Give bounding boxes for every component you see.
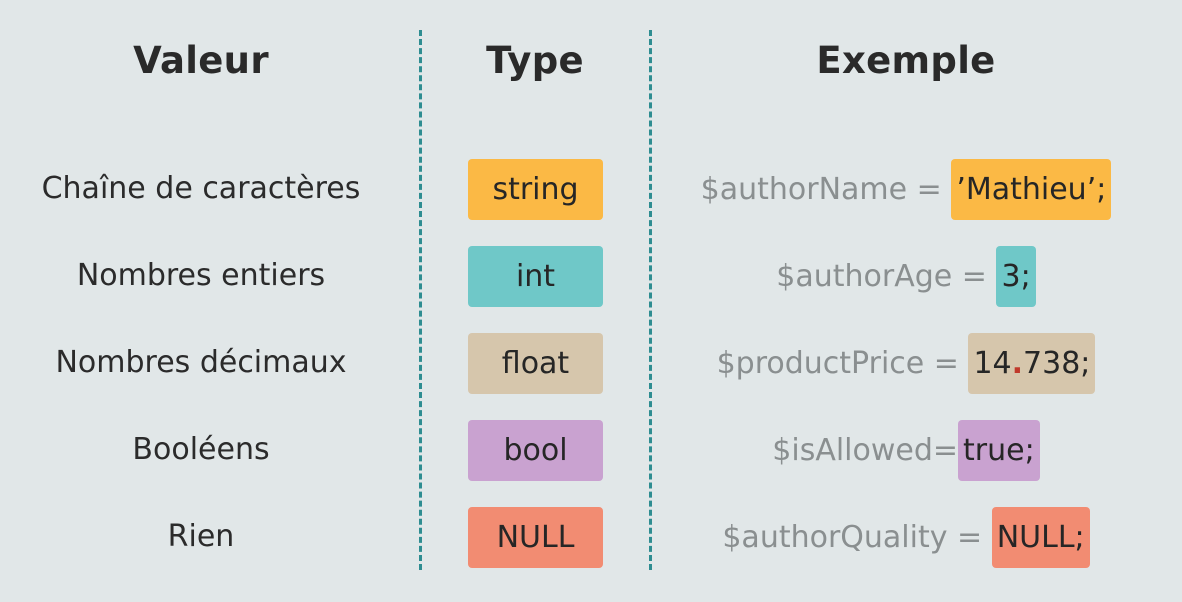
header-type: Type	[486, 39, 584, 82]
example-variable: $isAllowed=	[772, 432, 959, 468]
table-row-float: Nombres décimaux float $productPrice = 1…	[0, 332, 1182, 394]
table-row-null: Rien NULL $authorQuality = NULL;	[0, 506, 1182, 568]
example-variable: $authorName =	[700, 171, 952, 207]
example-code: $productPrice = 14.738;	[650, 332, 1162, 394]
valeur-label: Nombres entiers	[76, 258, 326, 293]
example-value: NULL;	[991, 506, 1090, 568]
header-exemple: Exemple	[816, 39, 996, 82]
example-code: $authorAge = 3;	[650, 245, 1162, 307]
header-valeur: Valeur	[133, 39, 269, 82]
valeur-label: Nombres décimaux	[55, 345, 347, 380]
example-value-integer: 14	[973, 345, 1012, 381]
type-badge-string: string	[468, 159, 603, 220]
example-variable: $authorQuality =	[722, 519, 992, 555]
valeur-label: Booléens	[132, 432, 270, 467]
valeur-label: Rien	[167, 519, 235, 554]
example-value: 3;	[996, 245, 1036, 307]
type-badge-null: NULL	[468, 507, 603, 568]
type-badge-int: int	[468, 246, 603, 307]
example-value-fraction: 738;	[1023, 345, 1091, 381]
table-row-string: Chaîne de caractères string $authorName …	[0, 158, 1182, 220]
type-badge-float: float	[468, 333, 603, 394]
example-value: 14.738;	[968, 332, 1096, 394]
example-variable: $productPrice =	[716, 345, 969, 381]
column-divider-right	[649, 30, 652, 570]
decimal-point: .	[1011, 345, 1024, 381]
table-row-int: Nombres entiers int $authorAge = 3;	[0, 245, 1182, 307]
valeur-label: Chaîne de caractères	[41, 171, 361, 206]
example-code: $isAllowed= true;	[650, 419, 1162, 481]
example-code: $authorQuality = NULL;	[650, 506, 1162, 568]
example-variable: $authorAge =	[776, 258, 997, 294]
type-badge-bool: bool	[468, 420, 603, 481]
example-value: true;	[958, 419, 1040, 481]
example-code: $authorName = ’Mathieu’;	[650, 158, 1162, 220]
example-value: ’Mathieu’;	[951, 158, 1112, 220]
column-divider-left	[419, 30, 422, 570]
table-row-bool: Booléens bool $isAllowed= true;	[0, 419, 1182, 481]
